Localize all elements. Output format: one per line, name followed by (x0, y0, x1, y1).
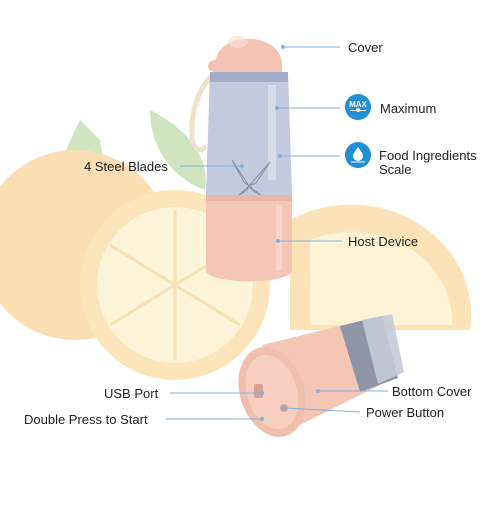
juicer-lying (238, 314, 404, 437)
label-food-scale-line1: Food Ingredients (379, 148, 477, 163)
usb-port (254, 384, 263, 398)
label-food-scale-line2: Scale (379, 162, 412, 177)
label-cover: Cover (348, 40, 383, 55)
juicer-upright (189, 36, 292, 282)
scale-icon (345, 142, 371, 168)
orange-whole-left (0, 150, 170, 340)
leader-power (283, 407, 361, 413)
label-host-device: Host Device (348, 234, 419, 249)
max-icon: MAX (345, 94, 371, 120)
label-power-button: Power Button (366, 405, 445, 420)
orange-half-pulp (310, 231, 453, 325)
transparent-cup (206, 72, 292, 195)
label-bottom-cover: Bottom Cover (392, 384, 472, 399)
leaf-top (150, 110, 206, 190)
host-device-body (206, 195, 292, 282)
carry-strap (189, 65, 225, 153)
label-maximum: Maximum (380, 101, 437, 116)
leaf-left (47, 120, 103, 250)
label-double-press: Double Press to Start (24, 412, 148, 427)
cover-dome (215, 38, 282, 72)
leader-lines (166, 45, 388, 421)
max-badge-text: MAX (349, 100, 367, 109)
orange-half-right (290, 204, 472, 330)
label-usb-port: USB Port (104, 386, 159, 401)
label-steel-blades: 4 Steel Blades (84, 159, 168, 174)
